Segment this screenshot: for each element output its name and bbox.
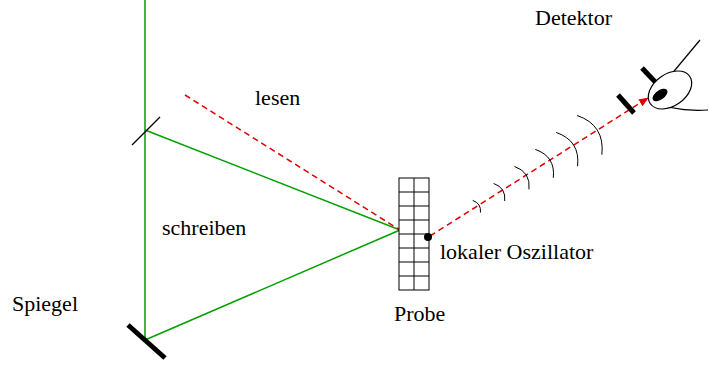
- wavefront-arc: [556, 132, 578, 166]
- beam-splitter: [132, 117, 160, 145]
- sample-grid: [399, 178, 429, 290]
- wavefronts: [473, 115, 602, 212]
- aperture: [618, 95, 634, 113]
- oscillator-label: lokaler Oszillator: [440, 240, 593, 264]
- detector: [641, 40, 708, 117]
- wavefront-arc: [514, 166, 529, 189]
- wavefront-arc: [577, 115, 602, 154]
- mirror: [128, 325, 165, 358]
- mirror-label: Spiegel: [12, 292, 78, 316]
- sample-label: Probe: [394, 302, 445, 326]
- wavefront-arc: [535, 149, 553, 177]
- local-oscillator-dot: [424, 233, 432, 241]
- detector-label: Detektor: [535, 6, 612, 30]
- wavefront-arc: [494, 183, 505, 201]
- beam-label: schreiben: [162, 216, 246, 240]
- read-beam: [185, 95, 400, 230]
- beam-label: lesen: [255, 86, 300, 110]
- write-beams: [145, 0, 400, 340]
- wavefront-arc: [473, 200, 481, 212]
- scattered-beam: [430, 98, 648, 236]
